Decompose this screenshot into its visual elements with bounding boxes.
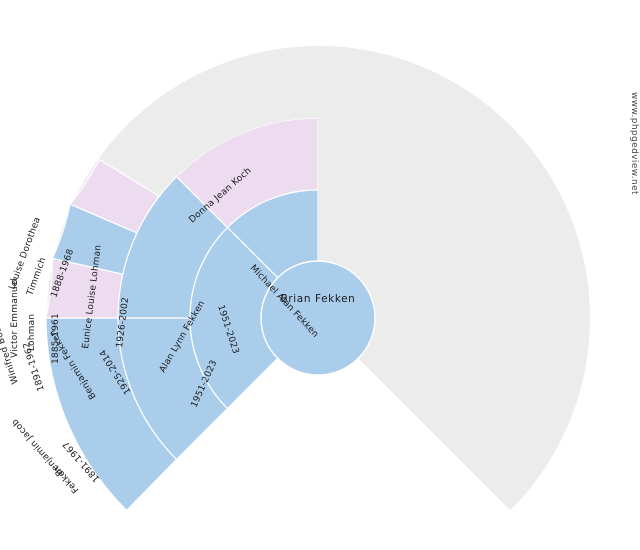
- backdrop-sector-lower-right: [318, 318, 590, 511]
- label-victor-emmanuel-lohman-dates: 1885-1961: [51, 313, 61, 364]
- label-victor-emmanuel-lohman-surname: Lohman: [27, 314, 37, 351]
- label-victor-emmanuel-lohman-name: Victor Emmanuel: [10, 278, 20, 358]
- center-person-name: Brian Fekken: [281, 293, 356, 305]
- center-person-circle[interactable]: [260, 260, 376, 376]
- watermark-phpgedview: www.phpgedview.net: [629, 92, 639, 195]
- backdrop-overlay-group: [126, 46, 590, 318]
- label-louise-dorothea-timmich-surname: Timmich: [25, 256, 48, 298]
- backdrop-inner-right-core: [318, 190, 446, 318]
- backdrop-upper-right: [318, 46, 590, 318]
- backdrop-donna-outer: [126, 46, 318, 177]
- label-benjamin-jacob-fekken-surname: Fekken: [52, 463, 81, 494]
- backdrop-inner-right: [318, 118, 518, 318]
